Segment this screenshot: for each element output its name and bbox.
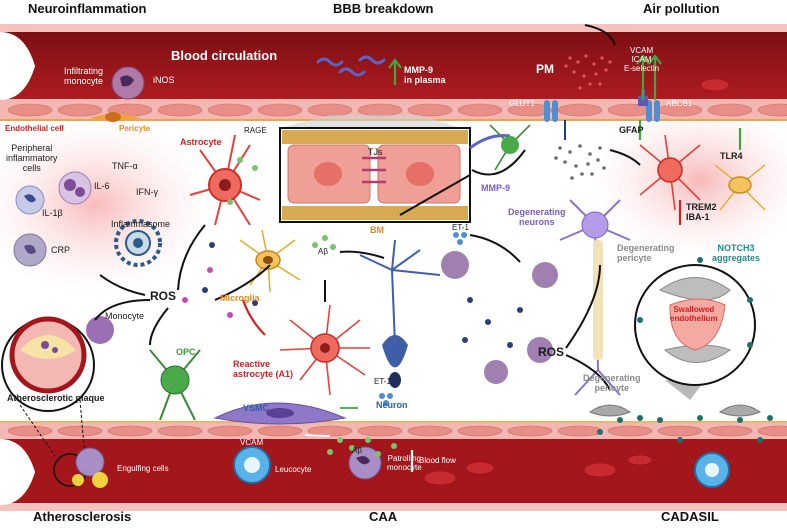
pm-particles-tissue <box>554 144 606 180</box>
reactive-astrocyte-icon <box>279 304 370 396</box>
monocyte-cell-icon <box>86 316 114 344</box>
receptor-channel-icon <box>544 90 660 122</box>
title-neuroinflammation: Neuroinflammation <box>28 1 147 16</box>
bm-label: BM <box>370 225 384 235</box>
vsmc-label: VSMC <box>243 403 270 413</box>
blood-flow-label: Blood flow <box>419 456 456 465</box>
title-cadasil: CADASIL <box>661 509 719 524</box>
monocyte-label: Monocyte <box>105 311 145 321</box>
abeta-dots <box>227 157 397 457</box>
ros-dots <box>202 242 523 348</box>
opc-label: OPC <box>176 347 196 357</box>
microglia-cell-icon <box>239 229 301 293</box>
microglia-cell-icon <box>714 164 766 211</box>
astrocyte-cell-icon <box>639 134 701 211</box>
pm-particles <box>564 54 612 90</box>
vsmc-cell-icon <box>213 402 347 425</box>
leucocyte-label: Leucocyte <box>275 465 312 474</box>
il6-label: IL-6 <box>94 181 110 191</box>
ros-left-label: ROS <box>150 289 177 303</box>
leucocyte-cell-icon <box>233 446 730 488</box>
tjs-label: TJs <box>368 147 383 157</box>
ros-right-label: ROS <box>538 345 565 359</box>
up-arrow-icon <box>636 54 650 100</box>
trem2-label: TREM2 <box>686 202 717 212</box>
engulfing-cells-label: Engulfing cells <box>117 464 169 473</box>
inflammasome-icon <box>114 219 162 267</box>
red-blood-cells <box>423 78 730 486</box>
up-arrow-icon <box>388 58 402 85</box>
et1-icon <box>379 232 467 406</box>
title-caa: CAA <box>369 509 398 524</box>
pericyte-cell-icon <box>90 112 140 122</box>
tlr4-label: TLR4 <box>720 151 743 161</box>
neuron-label: Neuron <box>376 400 408 410</box>
bottom-blood-vessel <box>0 421 787 511</box>
neuron-cell-icon <box>359 239 441 388</box>
crp-label: CRP <box>51 245 71 255</box>
cadasil-zoom-icon <box>634 257 756 400</box>
astrocyte-cell-icon <box>189 134 261 226</box>
title-atherosclerosis: Atherosclerosis <box>33 509 132 524</box>
mmp9-label: MMP-9 <box>481 183 510 193</box>
mmp9-molecules <box>316 55 386 77</box>
monocyte-cell-icon <box>72 446 382 488</box>
pathway-arrows <box>94 24 641 391</box>
astrocyte-label: Astrocyte <box>180 137 222 147</box>
pericyte-cell-icon <box>588 404 762 417</box>
et1-top-label: ET-1 <box>452 223 469 232</box>
et1-bottom-label: ET-1 <box>374 377 391 386</box>
opc-cell-icon <box>149 349 201 421</box>
abeta-top-label: Aβ <box>318 247 328 256</box>
pm-label: PM <box>536 62 554 76</box>
glut1-label: GLUT1 <box>509 99 535 108</box>
tnf-label: TNF-α <box>112 161 138 171</box>
inos-label: iNOS <box>153 75 175 85</box>
blood-circulation-label: Blood circulation <box>171 48 278 63</box>
pericyte-label: Pericyte <box>119 124 151 133</box>
vcam-label: VCAM <box>240 438 264 447</box>
iba1-label: IBA-1 <box>686 212 710 222</box>
rage-label: RAGE <box>244 126 267 135</box>
inflammation-glow <box>0 100 787 295</box>
notch3-aggregates <box>597 415 773 443</box>
up-arrow-icon <box>648 54 662 100</box>
abeta-bottom-label: Aβ <box>352 446 362 455</box>
degenerating-debris <box>441 251 558 384</box>
gfap-label: GFAP <box>619 125 644 135</box>
atherosclerotic-plaque-label: Atherosclerotic plaque <box>7 393 105 403</box>
title-air-pollution: Air pollution <box>643 1 720 16</box>
il1b-label: IL-1β <box>42 208 63 218</box>
title-bbb-breakdown: BBB breakdown <box>333 1 434 16</box>
bbb-junction-box <box>279 115 471 223</box>
abcb1-label: ABCB1 <box>666 99 693 108</box>
cytokine-dots <box>182 267 233 318</box>
peripheral-cells <box>13 171 92 267</box>
endothelial-cell-label: Endothelial cell <box>5 124 64 133</box>
inflammasome-label: Inflammasome <box>111 219 171 229</box>
microglia-label: Microglia <box>220 293 260 303</box>
ifn-label: IFN-γ <box>136 187 158 197</box>
monocyte-cell-icon <box>111 66 145 100</box>
plaque-zoom-icon <box>1 316 95 487</box>
pericyte-cell-icon <box>489 124 531 171</box>
